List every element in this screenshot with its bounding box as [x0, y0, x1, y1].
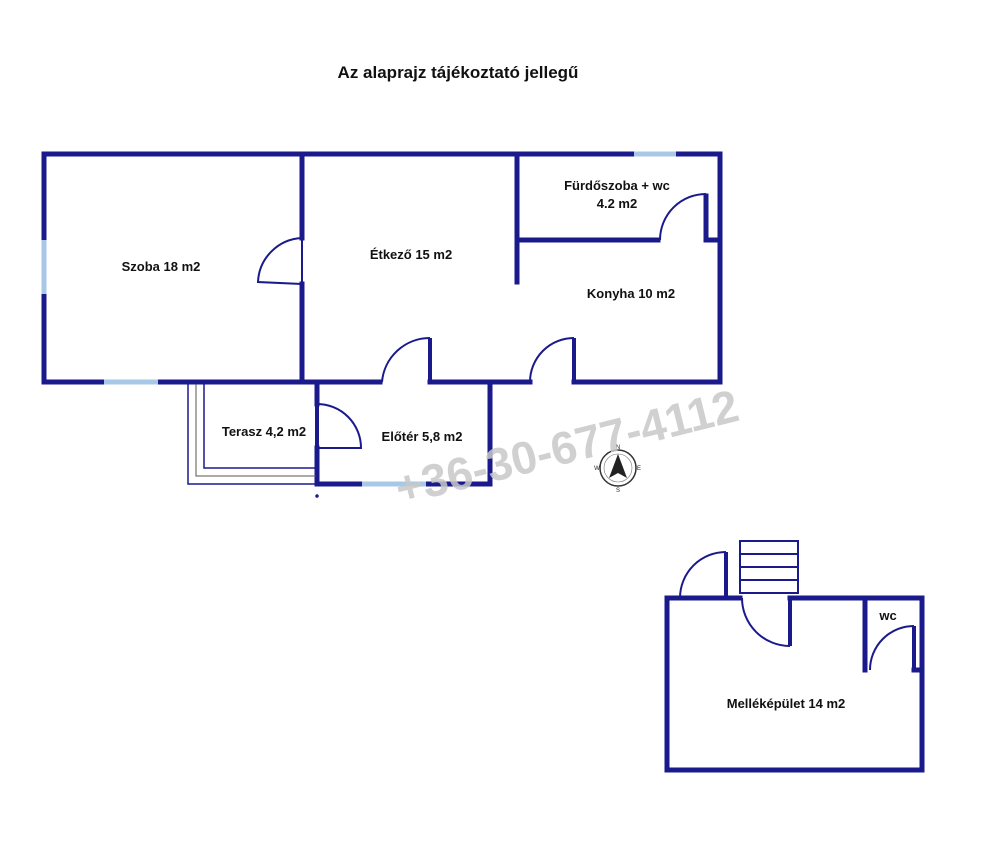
phone-watermark: +36-30-677-4112: [390, 379, 744, 515]
label-mellekepulet: Melléképület 14 m2: [727, 696, 846, 711]
door-bath-swing: [659, 193, 707, 241]
plan-title: Az alaprajz tájékoztató jellegű: [338, 63, 579, 82]
door-eloter-swing: [381, 336, 431, 383]
annex-doors: [679, 551, 916, 671]
terasz-outline: [187, 384, 319, 498]
door-konyha-swing: [529, 337, 575, 383]
label-etkezo: Étkező 15 m2: [370, 247, 452, 262]
annex-door-wc-swing: [869, 625, 915, 671]
annex-door-outer-swing: [679, 551, 727, 599]
terasz-outer: [187, 384, 316, 485]
compass-s: S: [616, 488, 620, 494]
label-furdo-line2: 4.2 m2: [597, 196, 637, 211]
compass-icon: N S E W: [594, 445, 641, 494]
label-szoba: Szoba 18 m2: [122, 259, 201, 274]
annex-door-entry-swing: [741, 597, 791, 647]
label-terasz: Terasz 4,2 m2: [222, 424, 306, 439]
windows: [41, 151, 676, 487]
terasz-inner: [203, 384, 316, 469]
doors: [256, 193, 708, 449]
label-wc: wc: [878, 608, 896, 623]
annex-stairs: [739, 540, 799, 594]
label-eloter: Előtér 5,8 m2: [382, 429, 463, 444]
door-terasz-swing: [316, 403, 363, 449]
annex-walls: [664, 595, 925, 773]
compass-w: W: [594, 466, 600, 472]
label-furdo-line1: Fürdőszoba + wc: [564, 178, 670, 193]
main-house-walls: [41, 151, 723, 487]
door-szoba-swing: [256, 237, 303, 285]
compass-e: E: [637, 466, 641, 472]
terasz-dot: [315, 494, 319, 498]
label-konyha: Konyha 10 m2: [587, 286, 675, 301]
terasz-mid: [195, 384, 316, 477]
compass-n: N: [616, 445, 620, 451]
